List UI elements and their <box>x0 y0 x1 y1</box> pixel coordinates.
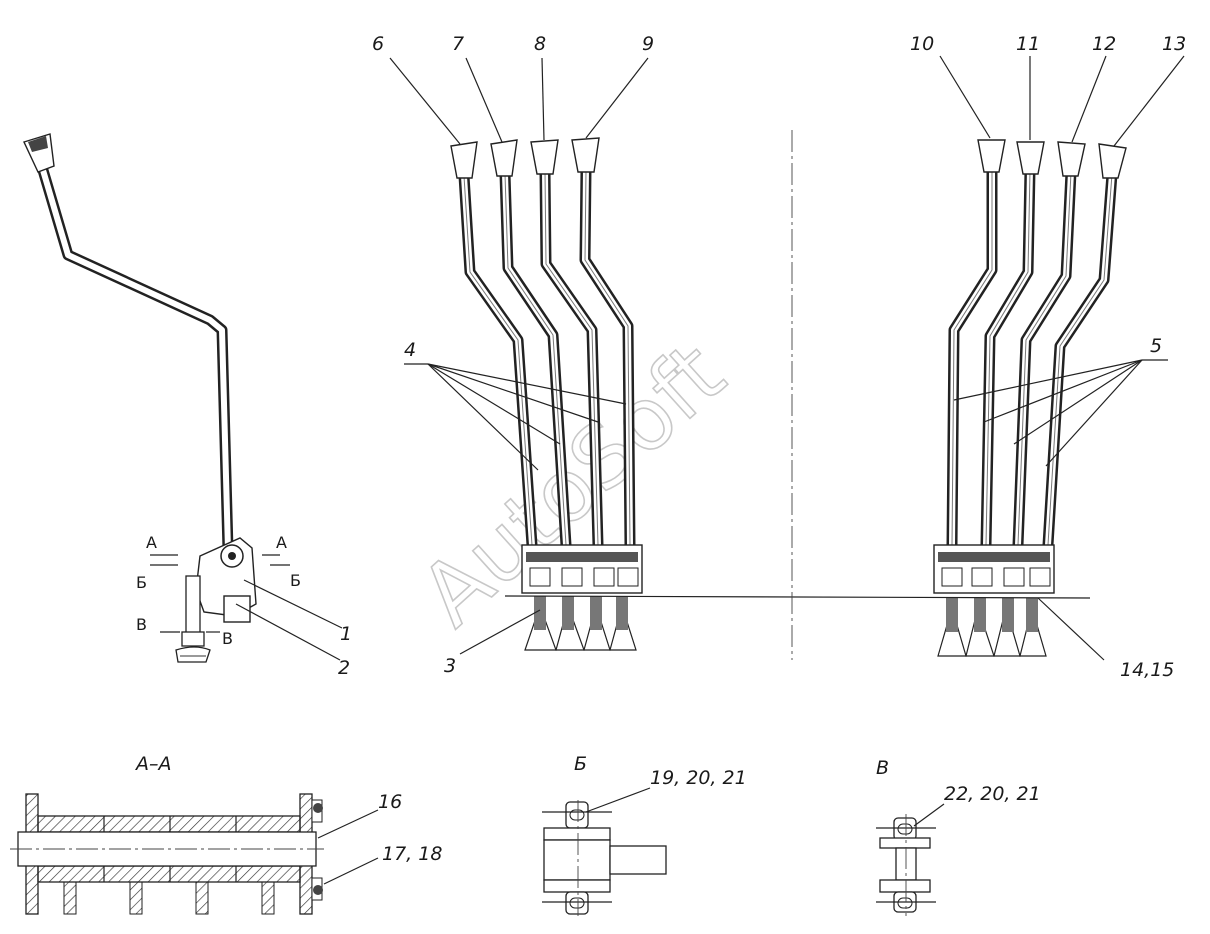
section-title-b: Б <box>574 753 587 775</box>
callout-6: 6 <box>372 33 384 55</box>
section-mark-a-right: А <box>276 533 287 552</box>
section-mark-b-left: Б <box>136 573 147 592</box>
lever-side-view <box>23 133 290 663</box>
callout-16: 16 <box>378 791 402 813</box>
callout-11: 11 <box>1016 33 1040 55</box>
callout-7: 7 <box>452 33 464 55</box>
section-aa-view <box>10 793 324 915</box>
callout-1: 1 <box>340 623 352 645</box>
callout-3: 3 <box>444 655 456 677</box>
view-b-detail <box>542 800 667 916</box>
callout-14-15: 14,15 <box>1120 659 1174 681</box>
section-title-v: В <box>876 757 889 779</box>
section-title-aa: А–А <box>134 753 172 775</box>
section-mark-b-right: Б <box>290 571 301 590</box>
view-v-detail <box>876 814 936 916</box>
callout-22-20-21: 22, 20, 21 <box>944 783 1041 805</box>
callout-8: 8 <box>534 33 546 55</box>
section-mark-v-left: В <box>136 615 147 634</box>
callout-9: 9 <box>642 33 654 55</box>
callout-4: 4 <box>404 339 416 361</box>
callout-13: 13 <box>1162 33 1186 55</box>
callout-17-18: 17, 18 <box>382 843 442 865</box>
left-lever-group <box>450 137 643 651</box>
callout-12: 12 <box>1092 33 1116 55</box>
section-mark-a-left: А <box>146 533 157 552</box>
callout-2: 2 <box>338 657 350 679</box>
section-mark-v-right: В <box>222 629 233 648</box>
callout-19-20-21: 19, 20, 21 <box>650 767 747 789</box>
callout-5: 5 <box>1150 335 1162 357</box>
callout-10: 10 <box>910 33 934 55</box>
right-lever-group <box>933 139 1127 657</box>
